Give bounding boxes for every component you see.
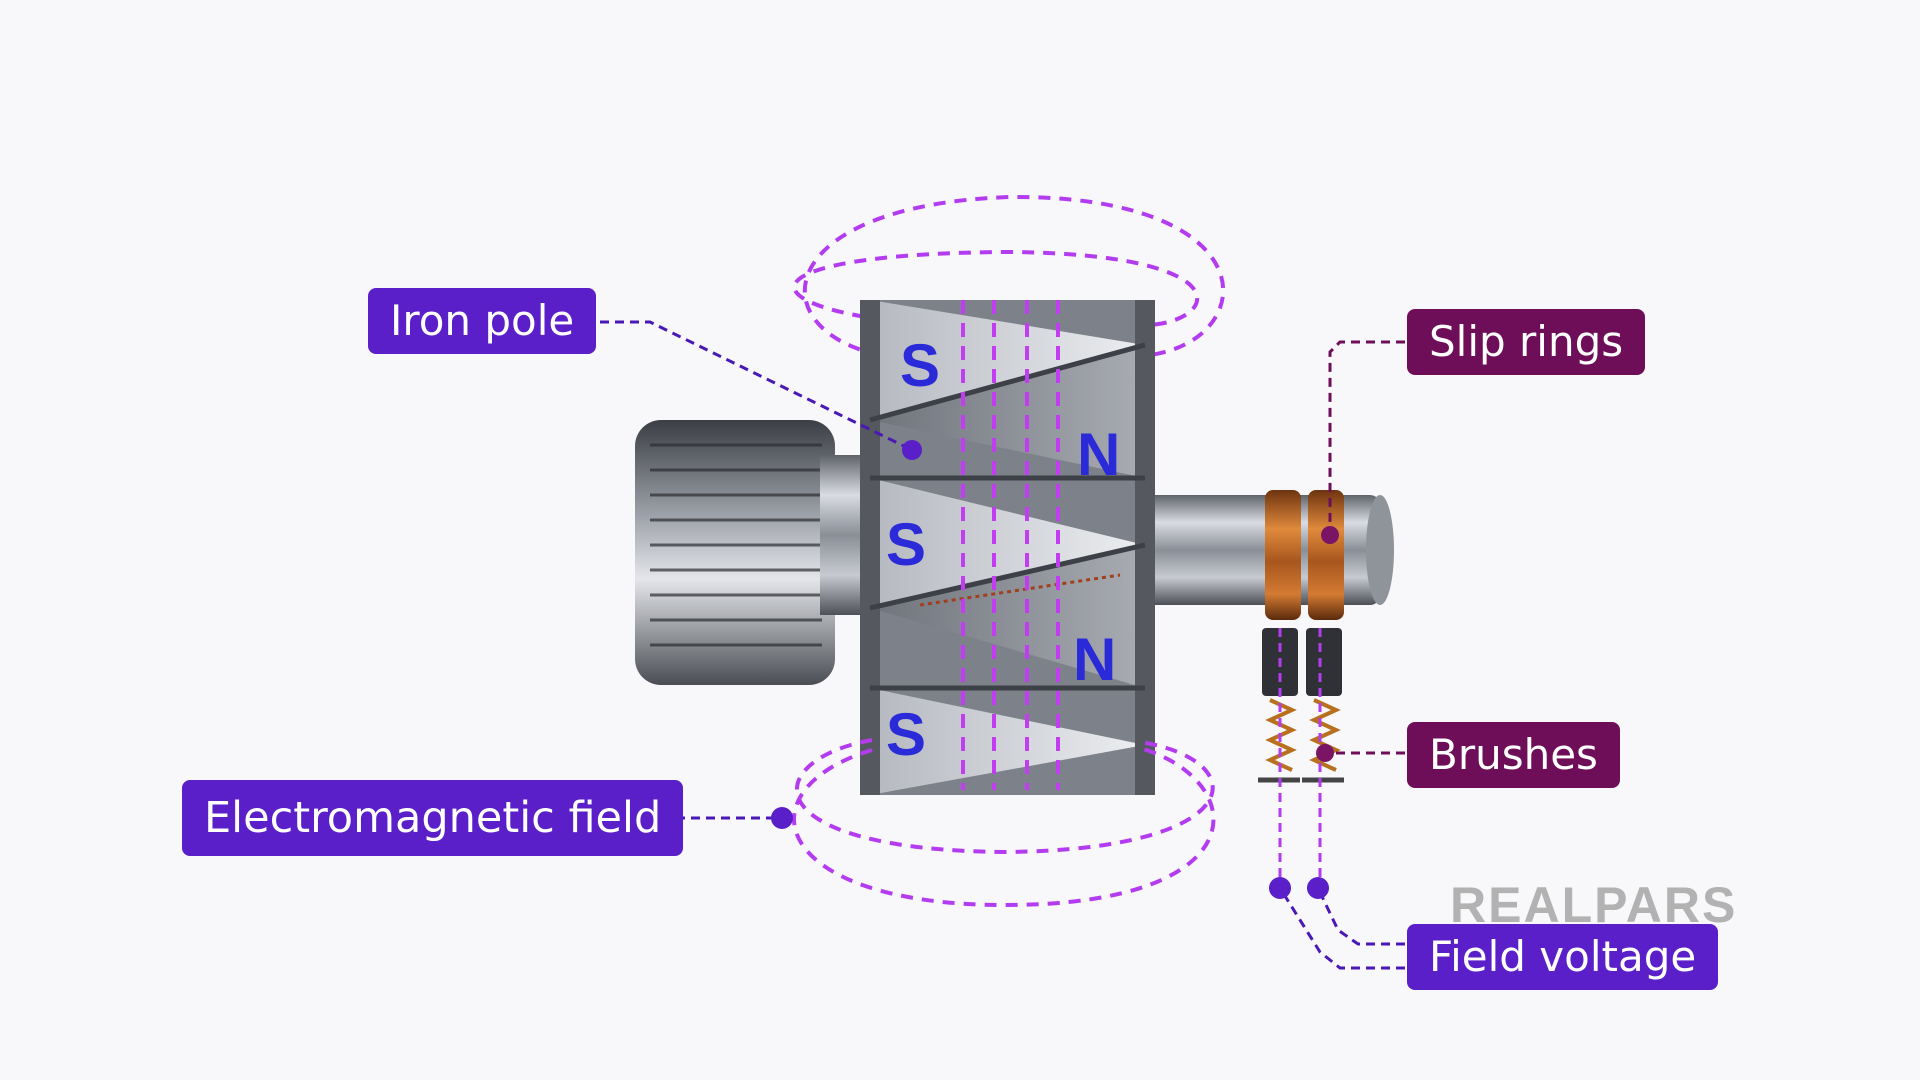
pole-letter-n-lower: N <box>1073 626 1116 693</box>
field-lines-vertical <box>961 300 1060 790</box>
leader-lines <box>600 320 1405 970</box>
pole-letter-s-bottom: S <box>886 701 926 768</box>
iron-pole-leader <box>600 320 913 452</box>
field-voltage-dot-1 <box>1269 877 1291 899</box>
claw-pole-rotor <box>860 300 1155 795</box>
field-loop-outer-bottom <box>792 746 1216 908</box>
field-voltage-dot-2 <box>1307 877 1329 899</box>
pole-letter-s-middle: S <box>886 511 926 578</box>
field-lines-top <box>792 194 1226 357</box>
slip-rings <box>1265 490 1344 620</box>
field-loop-outer-top <box>802 194 1226 357</box>
pole-letter-n-upper: N <box>1077 421 1120 488</box>
field-voltage-leader-1 <box>1278 887 1405 970</box>
field-loop-inner-top <box>792 249 1200 327</box>
pulley <box>635 420 878 685</box>
leader-dots <box>771 440 1339 899</box>
field-voltage-leader-2 <box>1316 887 1405 946</box>
electromagnetic-field-dot <box>771 807 793 829</box>
slip-rings-dot <box>1321 526 1339 544</box>
brushes-dot <box>1316 744 1334 762</box>
realpars-watermark-logo: REALPARS <box>1450 877 1738 933</box>
field-voltage-label: Field voltage <box>1407 924 1719 990</box>
field-lines-bottom <box>792 738 1216 908</box>
field-loop-inner-bottom <box>794 738 1215 855</box>
slip-rings-label: Slip rings <box>1407 309 1646 375</box>
pole-letter-s-top: S <box>900 332 940 399</box>
electromagnetic-field-label: Electromagnetic field <box>182 780 684 856</box>
slip-rings-leader <box>1328 340 1405 535</box>
iron-pole-label: Iron pole <box>368 288 597 354</box>
brushes-label: Brushes <box>1407 722 1620 788</box>
iron-pole-dot <box>902 440 922 460</box>
